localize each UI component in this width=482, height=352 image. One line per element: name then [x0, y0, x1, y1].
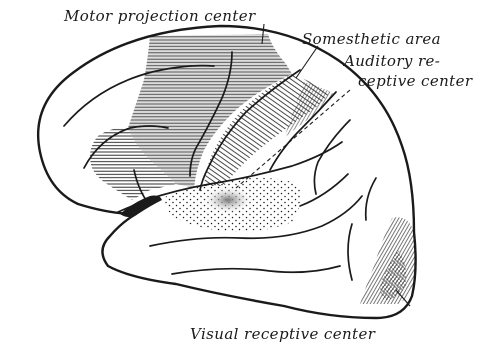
- somesthetic-area-label: Somesthetic area: [302, 30, 441, 48]
- auditory-label-line1: Auditory re-: [342, 52, 440, 70]
- temporal-gyrus-line: [300, 174, 348, 206]
- lunate-sulcus: [348, 224, 352, 280]
- fissure-junction: [120, 196, 162, 218]
- inferior-temporal-sulcus: [172, 266, 340, 274]
- visual-receptive-center-label: Visual receptive center: [190, 325, 376, 343]
- occipital-sulcus: [366, 178, 376, 220]
- somesthetic-leader-line: [296, 46, 318, 78]
- auditory-core-shading: [202, 186, 254, 214]
- motor-projection-center-label: Motor projection center: [63, 7, 256, 25]
- auditory-label-line2: ceptive center: [358, 72, 473, 90]
- parietal-sulcus: [314, 120, 350, 194]
